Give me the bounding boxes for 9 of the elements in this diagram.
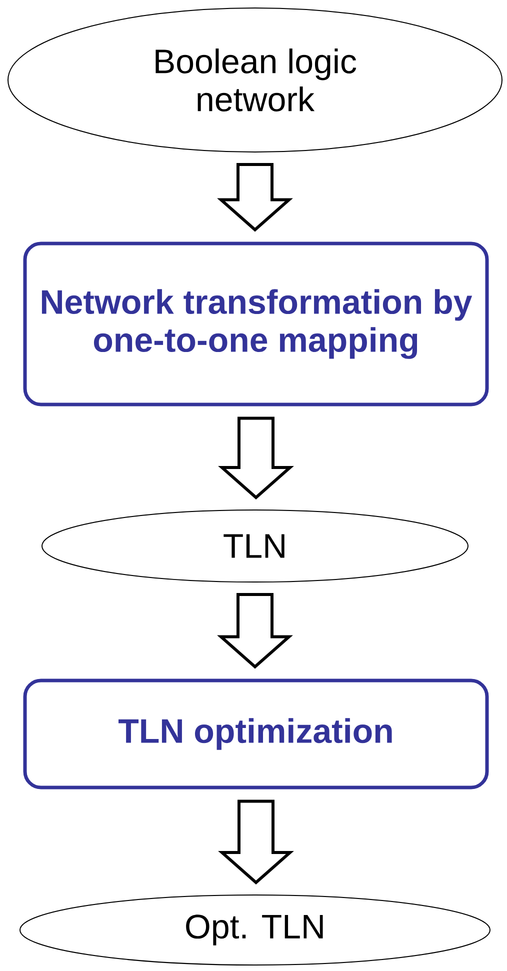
- process-box: Network transformation by one-to-one mapping: [23, 242, 489, 406]
- block-arrow: [218, 800, 294, 884]
- ellipse-node: TLN: [42, 510, 468, 582]
- process-box: TLN optimization: [23, 678, 489, 790]
- block-arrow: [217, 163, 293, 232]
- ellipse-node: Boolean logic network: [8, 8, 502, 152]
- ellipse-node: Opt. TLN: [20, 894, 490, 966]
- block-arrow: [218, 416, 294, 500]
- block-arrow: [217, 593, 293, 669]
